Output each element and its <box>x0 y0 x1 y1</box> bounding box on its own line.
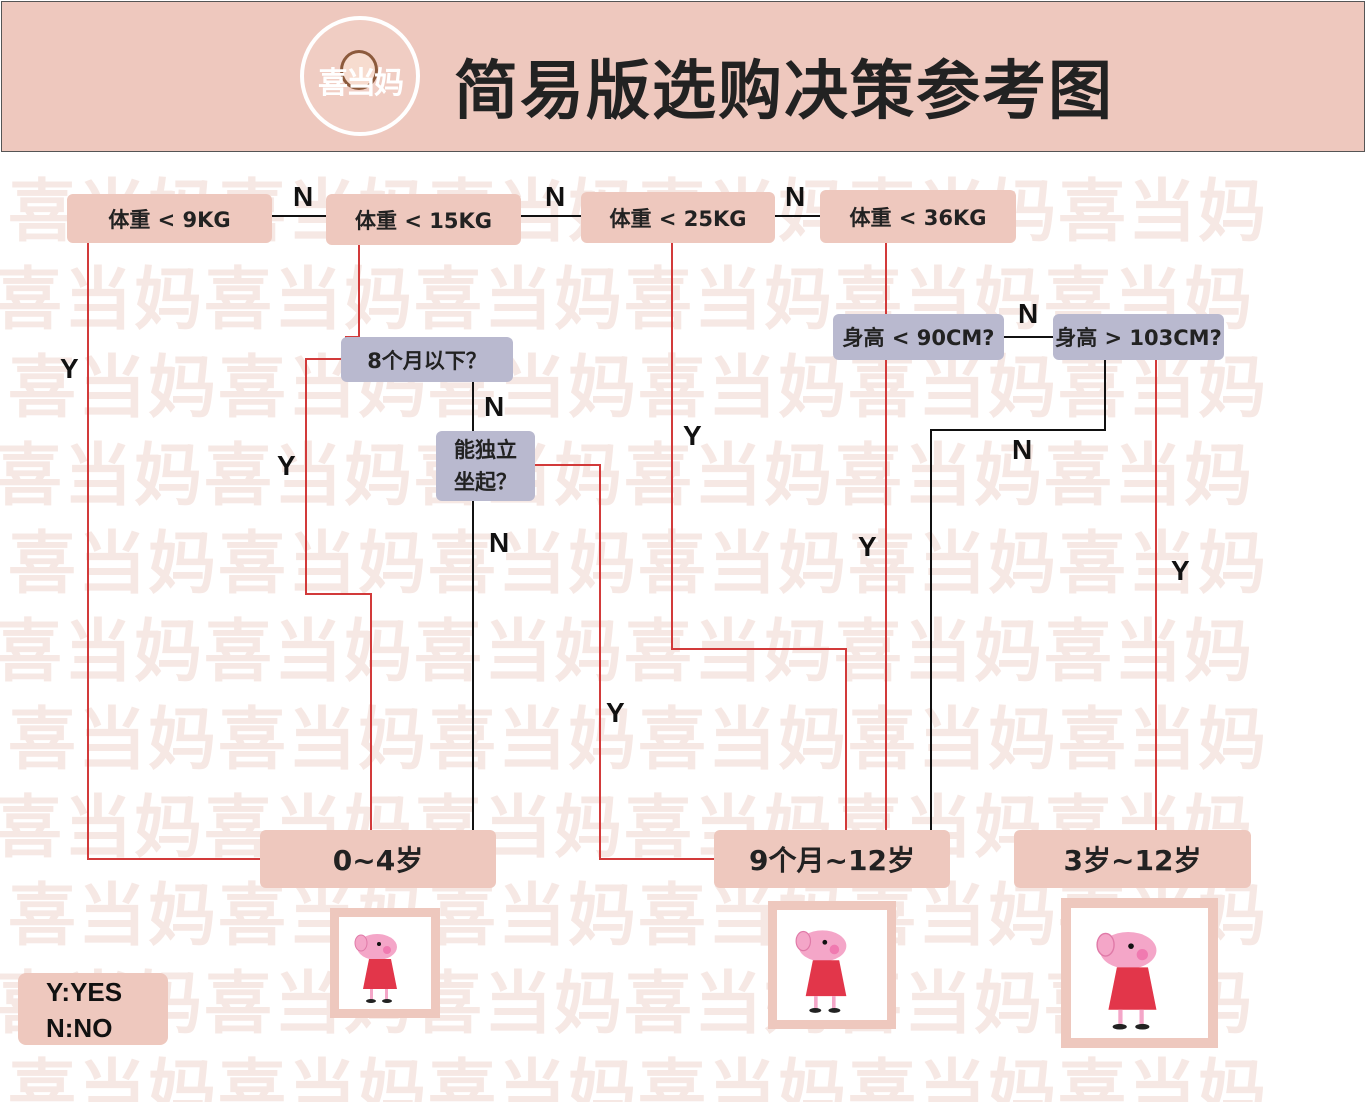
label-no: N <box>785 181 806 212</box>
peppa-frame-medium <box>768 901 896 1029</box>
node-weight-under-15kg: 体重 < 15KG <box>326 194 521 245</box>
label-no: N <box>293 181 314 212</box>
watermark-row: 喜当妈喜当妈喜当妈喜当妈喜当妈喜当妈 <box>8 349 1269 428</box>
node-weight-under-25kg: 体重 < 25KG <box>581 192 775 243</box>
label-no: N <box>545 181 566 212</box>
watermark-row: 喜当妈喜当妈喜当妈喜当妈喜当妈喜当妈 <box>0 437 1255 516</box>
label-yes: Y <box>1171 555 1190 586</box>
result-0-4-years: 0~4岁 <box>260 830 496 888</box>
brand-logo: 喜当妈 <box>300 16 420 136</box>
edge-w25-yes <box>671 243 847 830</box>
label-no: N <box>1018 298 1039 329</box>
legend-yes: Y:YES <box>46 977 123 1007</box>
node-can-sit-up-line1: 能独立 <box>454 438 517 462</box>
watermark-row: 喜当妈喜当妈喜当妈喜当妈喜当妈喜当妈 <box>0 965 1255 1044</box>
header-banner: 喜当妈 简易版选购决策参考图 <box>1 1 1365 152</box>
peppa-frame-small <box>330 908 440 1018</box>
mom-avatar-icon <box>340 50 378 90</box>
watermark-row: 喜当妈喜当妈喜当妈喜当妈喜当妈喜当妈 <box>8 701 1269 780</box>
label-yes: Y <box>858 531 877 562</box>
page-title: 简易版选购决策参考图 <box>454 55 1114 129</box>
edge-w9-yes <box>87 243 260 860</box>
node-can-sit-up: 能独立 坐起？ <box>436 431 535 501</box>
node-weight-under-9kg: 体重 < 9KG <box>67 194 272 243</box>
node-height-under-90cm: 身高 < 90CM? <box>833 314 1004 360</box>
peppa-pig-icon <box>1096 932 1157 1030</box>
label-yes: Y <box>606 697 625 728</box>
watermark: 喜当妈喜当妈喜当妈喜当妈喜当妈喜当妈喜当妈喜当妈喜当妈喜当妈喜当妈喜当妈喜当妈喜… <box>0 156 1368 1102</box>
node-can-sit-up-line2: 坐起？ <box>454 470 517 494</box>
label-no: N <box>484 391 505 422</box>
legend: Y:YES N:NO <box>18 973 168 1045</box>
edge-w15-m8 <box>345 245 360 338</box>
watermark-row: 喜当妈喜当妈喜当妈喜当妈喜当妈喜当妈 <box>8 525 1269 604</box>
label-no: N <box>1012 434 1033 465</box>
label-yes: Y <box>277 450 296 481</box>
watermark-row: 喜当妈喜当妈喜当妈喜当妈喜当妈喜当妈 <box>8 877 1269 956</box>
edge-sit-yes <box>535 464 714 860</box>
label-yes: Y <box>60 353 79 384</box>
result-3-12-years: 3岁~12岁 <box>1014 830 1251 888</box>
edge-m8-yes <box>305 358 372 830</box>
logo-text: 喜当妈 <box>318 66 404 101</box>
peppa-pig-icon <box>354 934 397 1003</box>
result-9-months-12-years: 9个月~12岁 <box>714 830 950 888</box>
watermark-row: 喜当妈喜当妈喜当妈喜当妈喜当妈喜当妈 <box>8 1053 1269 1102</box>
label-no: N <box>489 527 510 558</box>
node-under-8-months: 8个月以下？ <box>341 337 513 382</box>
edge-h103-no <box>930 360 1106 830</box>
watermark-row: 喜当妈喜当妈喜当妈喜当妈喜当妈喜当妈 <box>0 261 1255 340</box>
watermark-row: 喜当妈喜当妈喜当妈喜当妈喜当妈喜当妈 <box>0 613 1255 692</box>
node-height-over-103cm: 身高 > 103CM? <box>1053 314 1224 360</box>
legend-no: N:NO <box>46 1013 113 1043</box>
peppa-frame-large <box>1061 898 1218 1048</box>
label-yes: Y <box>683 420 702 451</box>
peppa-pig-icon <box>795 930 847 1013</box>
node-weight-under-36kg: 体重 < 36KG <box>820 190 1016 243</box>
